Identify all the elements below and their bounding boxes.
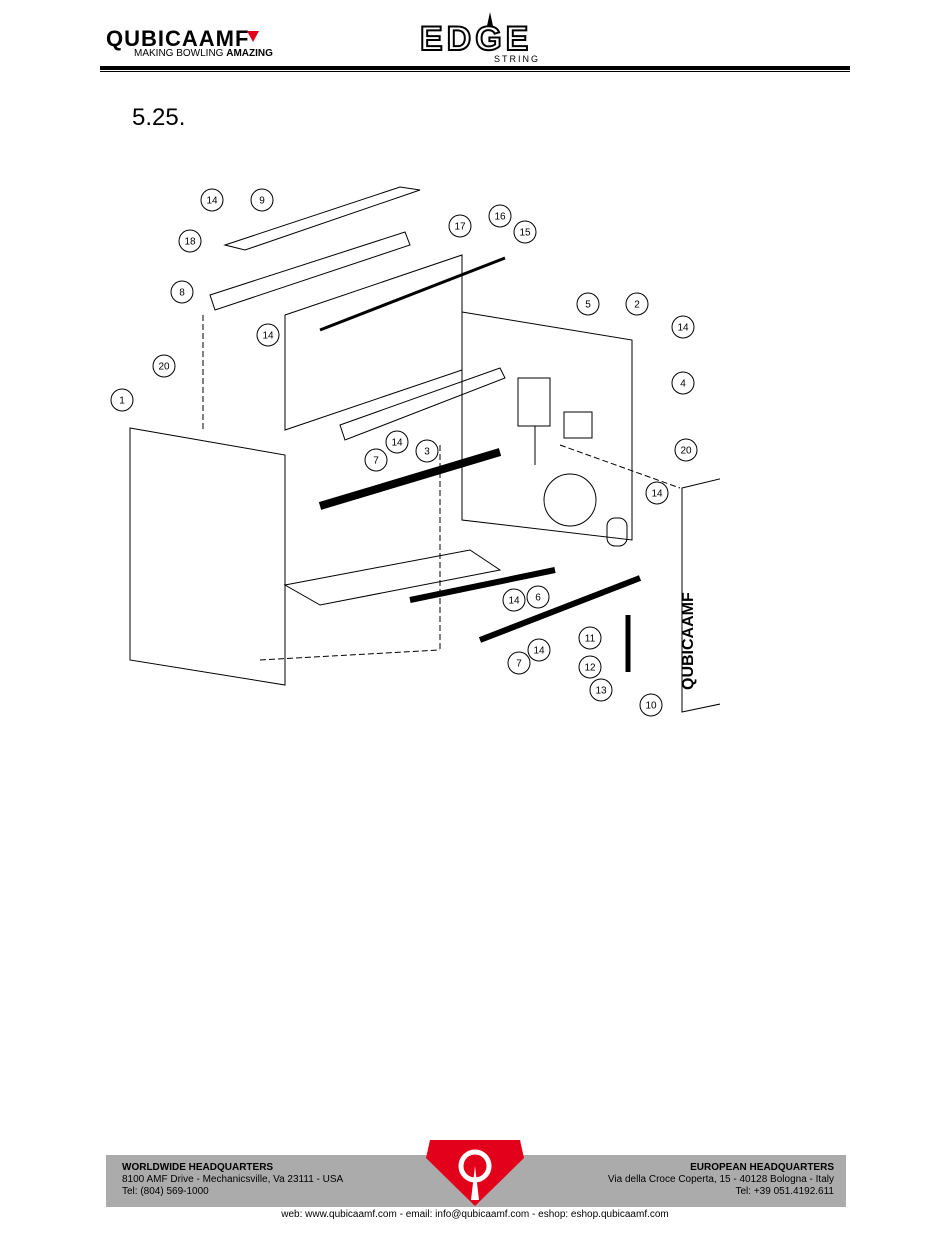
svg-text:3: 3 [424, 447, 430, 458]
svg-text:15: 15 [519, 228, 531, 239]
callout-3: 3 [415, 439, 439, 463]
svg-text:16: 16 [494, 212, 506, 223]
panel-logo-text: QUBICAAMF [680, 592, 697, 690]
callout-14: 14 [200, 188, 224, 212]
callout-14: 14 [527, 638, 551, 662]
svg-text:14: 14 [533, 646, 545, 657]
part-top-plate [223, 186, 421, 251]
svg-text:20: 20 [680, 446, 692, 457]
svg-text:12: 12 [584, 663, 596, 674]
svg-text:14: 14 [391, 438, 403, 449]
callout-14: 14 [671, 315, 695, 339]
svg-text:STRING: STRING [494, 54, 540, 64]
callout-16: 16 [488, 204, 512, 228]
worldwide-hq: WORLDWIDE HEADQUARTERS 8100 AMF Drive - … [122, 1162, 344, 1197]
svg-text:EDGE: EDGE [420, 20, 532, 58]
part-base-plate [283, 549, 502, 606]
callout-12: 12 [578, 655, 602, 679]
callout-8: 8 [170, 280, 194, 304]
slot-cutout [606, 517, 628, 547]
header-rule-thin [100, 71, 850, 72]
callout-20: 20 [674, 438, 698, 462]
callout-10: 10 [639, 693, 663, 717]
part-bar-7 [339, 367, 506, 441]
edge-string-logo: EDGE STRING [419, 10, 560, 69]
part-bar-18 [209, 231, 411, 311]
part-bar-7-lower [478, 575, 642, 643]
footer-logo [424, 1140, 526, 1211]
callout-14: 14 [645, 481, 669, 505]
callout-15: 15 [513, 220, 537, 244]
part-actuator-5 [517, 377, 551, 427]
callout-18: 18 [178, 229, 202, 253]
svg-text:10: 10 [645, 701, 657, 712]
section-number: 5.25. [132, 104, 186, 131]
svg-text:7: 7 [373, 456, 379, 467]
header-rule [100, 66, 850, 70]
svg-text:9: 9 [259, 196, 265, 207]
svg-text:14: 14 [677, 323, 689, 334]
part-bar-6 [409, 567, 556, 603]
svg-text:14: 14 [651, 489, 663, 500]
callout-20: 20 [152, 354, 176, 378]
callout-6: 6 [526, 585, 550, 609]
callout-9: 9 [250, 188, 274, 212]
svg-text:8: 8 [179, 288, 185, 299]
svg-text:14: 14 [262, 331, 274, 342]
part-rod-3 [318, 448, 502, 510]
footer-web-contact: web: www.qubicaamf.com - email: info@qub… [281, 1209, 669, 1220]
part-side-panel-2 [461, 311, 633, 541]
part-side-panel-1 [129, 427, 286, 686]
svg-text:20: 20 [158, 362, 170, 373]
svg-text:13: 13 [595, 686, 607, 697]
svg-text:17: 17 [454, 222, 466, 233]
part-module-4 [563, 411, 593, 439]
callout-7: 7 [507, 651, 531, 675]
callout-4: 4 [671, 371, 695, 395]
brand-logo: QUBICAAMF MAKING BOWLING AMAZING [106, 26, 341, 67]
exploded-assembly-diagram: QUBICAAMF 149161715188145214204114731920… [100, 180, 836, 725]
callout-2: 2 [625, 292, 649, 316]
circle-cutout [543, 473, 597, 527]
callout-11: 11 [578, 626, 602, 650]
svg-text:5: 5 [585, 300, 591, 311]
brand-name: QUBICAAMF [106, 26, 249, 51]
svg-text:4: 4 [680, 379, 686, 390]
svg-text:1: 1 [119, 396, 125, 407]
callout-1: 1 [110, 388, 134, 412]
callout-17: 17 [448, 214, 472, 238]
callout-7: 7 [364, 448, 388, 472]
european-hq: EUROPEAN HEADQUARTERS Via della Croce Co… [607, 1162, 834, 1197]
svg-text:2: 2 [634, 300, 640, 311]
svg-text:11: 11 [585, 634, 596, 645]
svg-text:14: 14 [508, 596, 520, 607]
svg-text:7: 7 [516, 659, 522, 670]
callout-14: 14 [256, 323, 280, 347]
svg-text:18: 18 [184, 237, 196, 248]
callout-13: 13 [589, 678, 613, 702]
callout-14: 14 [385, 430, 409, 454]
svg-text:14: 14 [206, 196, 218, 207]
callout-14: 14 [502, 588, 526, 612]
part-strip-15 [319, 256, 506, 332]
brand-tagline: MAKING BOWLING AMAZING [134, 48, 273, 59]
callout-5: 5 [576, 292, 600, 316]
svg-text:6: 6 [535, 593, 541, 604]
